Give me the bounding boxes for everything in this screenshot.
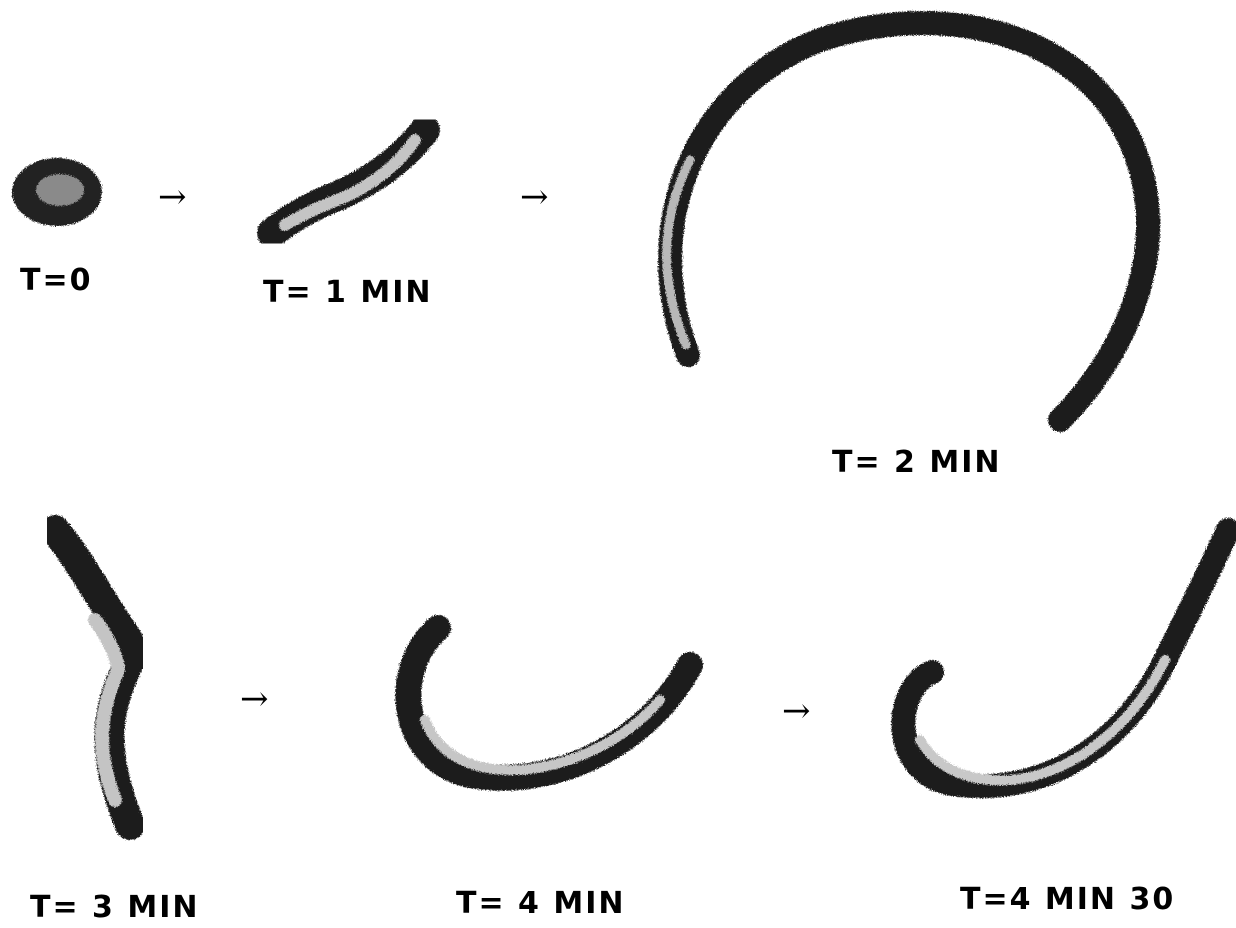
stage-4-label: T= 4 MIN — [456, 889, 626, 919]
arrow-stage-1-to-2: → — [520, 180, 549, 214]
stage-5-long-hook-shape — [903, 530, 1228, 786]
stage-0-blob-shape — [12, 158, 102, 226]
stage-1-rod-shape — [272, 130, 425, 233]
stage-2-arc-shape — [667, 23, 1148, 420]
stage-2-label: T= 2 MIN — [832, 448, 1002, 478]
stage-4-hook-shape — [408, 628, 690, 778]
stage-5-label: T=4 MIN 30 — [960, 885, 1175, 915]
stage-1-label: T= 1 MIN — [263, 278, 433, 308]
stage-3-label: T= 3 MIN — [30, 893, 200, 923]
arrow-stage-4-to-5: → — [782, 694, 811, 728]
arrow-stage-0-to-1: → — [158, 180, 187, 214]
arrow-stage-3-to-4: → — [240, 682, 269, 716]
stage-3-twisted-shape — [55, 530, 135, 825]
stage-0-label: T=0 — [20, 266, 92, 296]
